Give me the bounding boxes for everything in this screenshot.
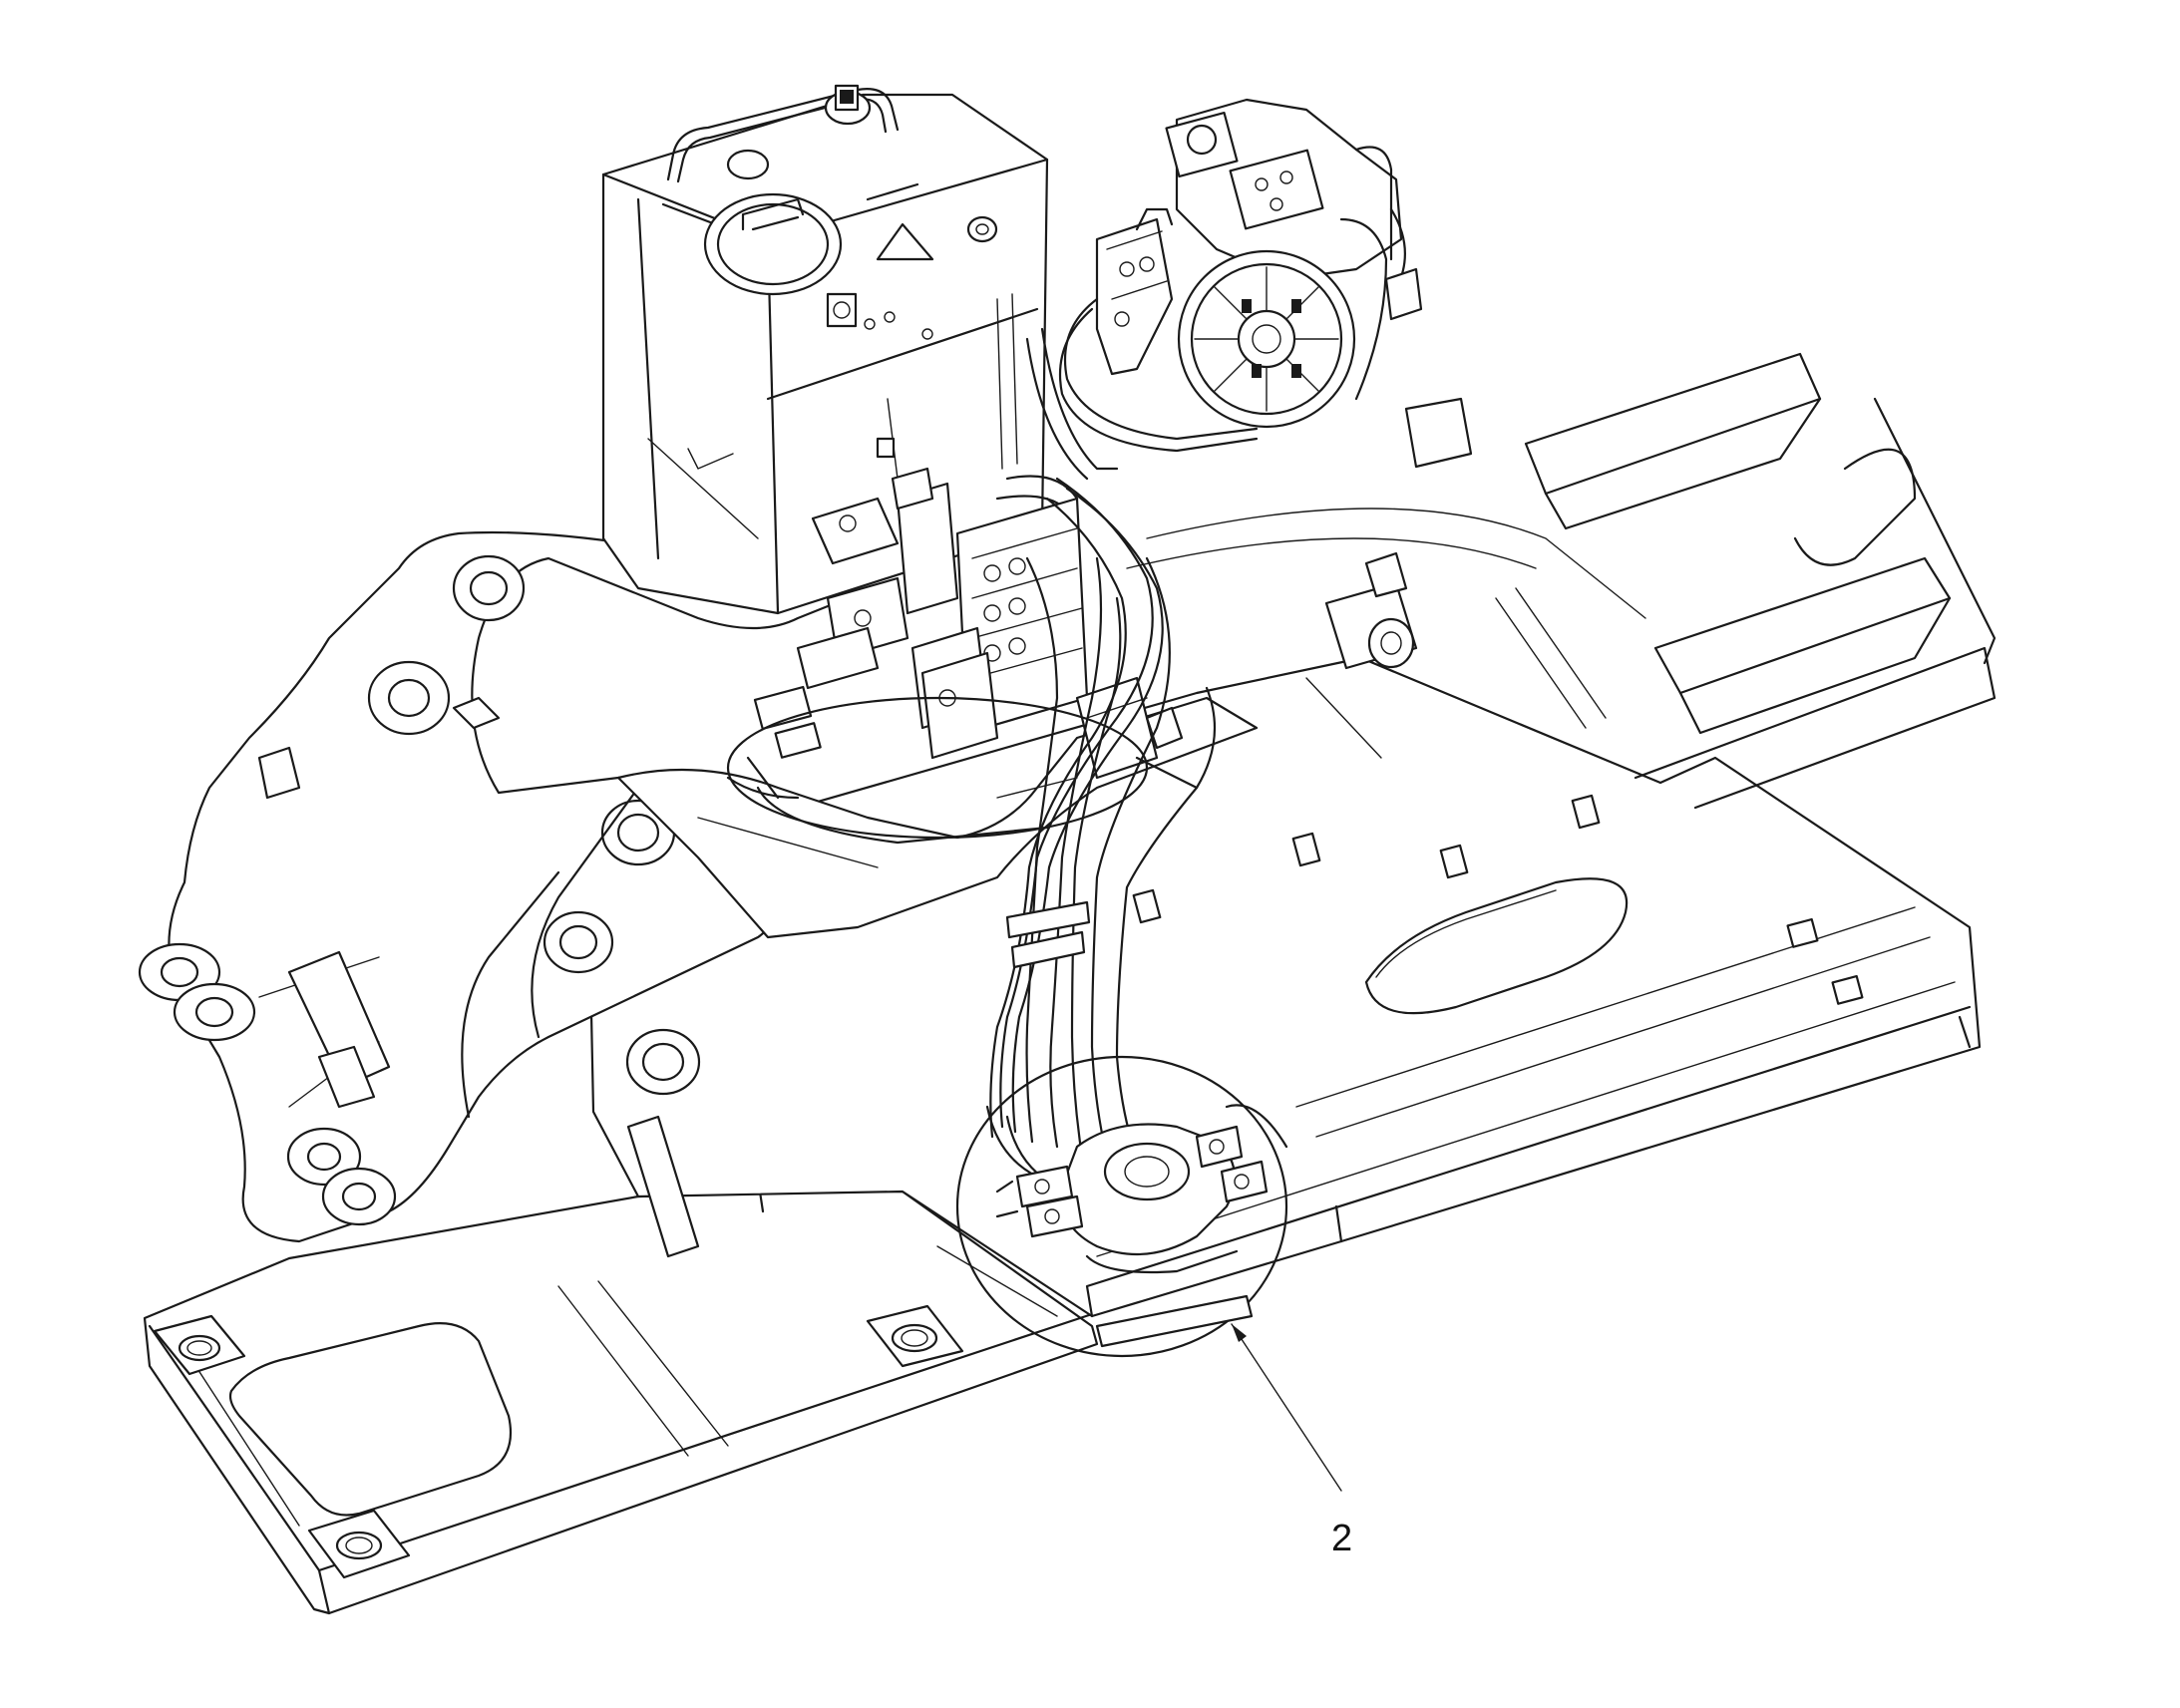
boom-swing-bracket [138, 530, 850, 1258]
hydraulic-pump-assembly [995, 98, 1423, 520]
travel-motor [1324, 551, 1418, 670]
center-swivel-joint [955, 1055, 1288, 1358]
mounting-pad-front-middle [866, 1304, 964, 1368]
hydraulic-hose-bundle [985, 477, 1217, 1189]
hydraulic-tank [601, 84, 1049, 615]
main-deck-plate [586, 656, 1982, 1318]
mounting-pad-rear-left [307, 1509, 411, 1579]
callout-2: 2 [1231, 1323, 1352, 1559]
callout-label: 2 [1331, 1518, 1352, 1559]
right-side-member [1126, 352, 1997, 810]
mounting-pad-front-left [153, 1314, 246, 1376]
control-valve-block [726, 467, 1199, 845]
lower-frame-rail [143, 1190, 1099, 1615]
